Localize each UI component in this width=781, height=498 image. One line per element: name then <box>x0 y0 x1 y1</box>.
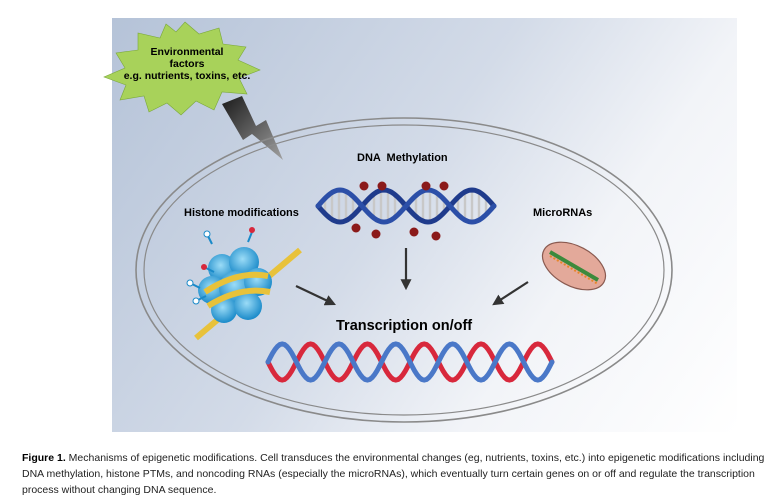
caption-text: Mechanisms of epigenetic modifications. … <box>22 452 765 496</box>
arrow-microrna-to-transcription <box>492 281 529 306</box>
micrornas-label: MicroRNAs <box>533 207 593 219</box>
histone-modifications-label: Histone modifications <box>184 207 299 219</box>
methyl-markers <box>351 181 449 241</box>
lightning-bolt-icon <box>222 96 283 160</box>
methyl-group-icon <box>439 181 449 191</box>
microrna-vesicle-icon <box>541 241 607 291</box>
methyl-group-icon <box>359 181 369 191</box>
methyl-group-icon <box>377 181 387 191</box>
diagram <box>103 21 673 423</box>
caption-figure-number: Figure 1. <box>22 452 66 464</box>
cell-inner-membrane <box>143 124 665 416</box>
helix-strand-b <box>265 341 555 383</box>
methyl-group-icon <box>421 181 431 191</box>
environmental-factors-label: Environmental factors e.g. nutrients, to… <box>123 46 251 82</box>
figure-caption: Figure 1. Mechanisms of epigenetic modif… <box>22 450 767 498</box>
transcription-label: Transcription on/off <box>336 318 473 334</box>
methyl-group-icon <box>409 227 419 237</box>
nucleosome-icon <box>186 227 302 341</box>
transcription-helix <box>265 341 555 383</box>
dna-methylation-helix <box>315 187 497 225</box>
methyl-group-icon <box>431 231 441 241</box>
methyl-group-icon <box>371 229 381 239</box>
arrow-histone-to-transcription <box>295 285 336 306</box>
methyl-group-icon <box>351 223 361 233</box>
dna-methylation-label: DNA Methylation <box>357 152 448 164</box>
environment-starburst <box>103 21 261 116</box>
helix-strand-b <box>315 187 497 225</box>
cell-outer-membrane <box>135 117 673 423</box>
